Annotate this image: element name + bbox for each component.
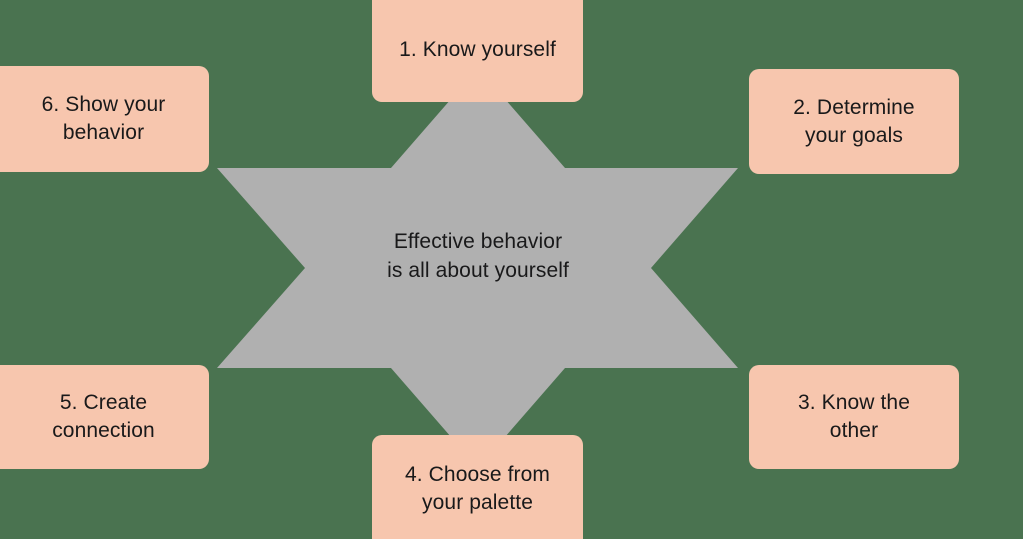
node-6-label: 6. Show your behavior bbox=[41, 93, 166, 144]
center-label: Effective behavior is all about yourself bbox=[387, 230, 569, 282]
node-2-label: 2. Determine your goals bbox=[793, 95, 915, 147]
node-5-create-connection[interactable]: 5. Create connection bbox=[0, 365, 209, 469]
node-6-show-your-behavior[interactable]: 6. Show your behavior bbox=[0, 66, 209, 172]
node-4-choose-from-your-palette[interactable]: 4. Choose from your palette bbox=[372, 435, 583, 539]
node-1-know-yourself[interactable]: 1. Know yourself bbox=[372, 0, 583, 102]
node-4-label: 4. Choose from your palette bbox=[405, 463, 550, 514]
node-2-determine-your-goals[interactable]: 2. Determine your goals bbox=[749, 69, 959, 174]
node-1-label: 1. Know yourself bbox=[399, 38, 556, 62]
node-3-know-the-other[interactable]: 3. Know the other bbox=[749, 365, 959, 469]
node-5-label: 5. Create connection bbox=[52, 391, 155, 442]
node-3-label: 3. Know the other bbox=[797, 391, 910, 442]
